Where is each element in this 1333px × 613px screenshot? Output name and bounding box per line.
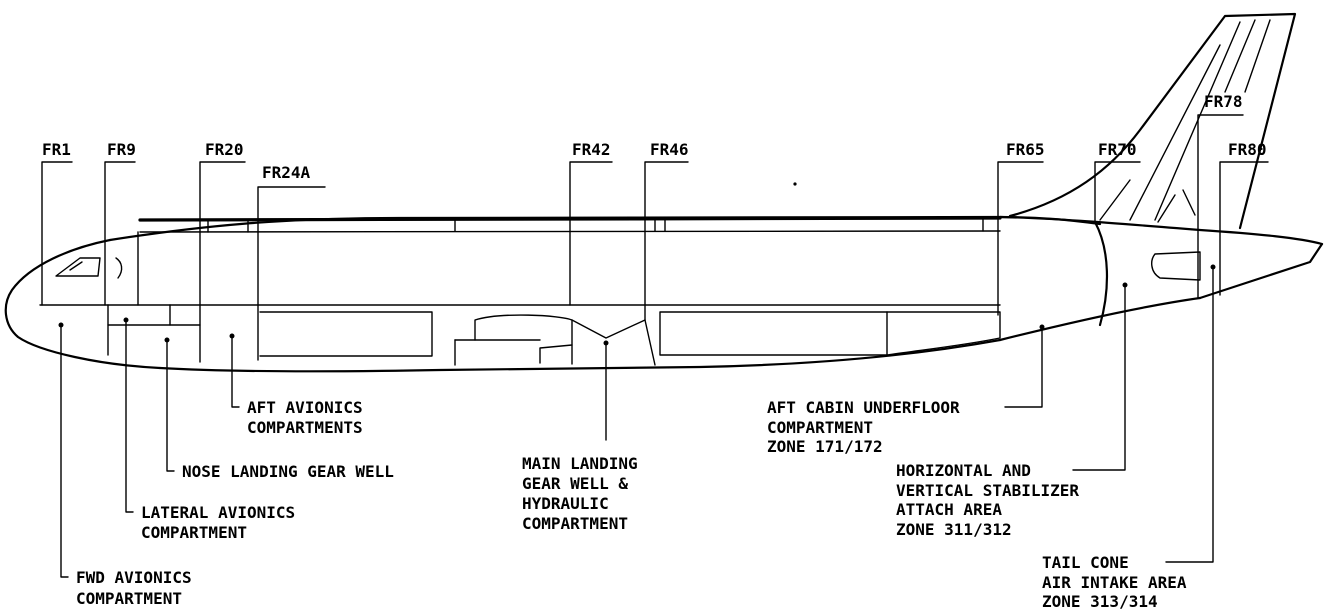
callout-stabilizer-line-1: HORIZONTAL AND xyxy=(896,461,1031,480)
callout-stabilizer-line-4: ZONE 311/312 xyxy=(896,520,1012,539)
lower-compartments xyxy=(107,304,1001,366)
callout-main-gear-line-2: GEAR WELL & xyxy=(522,474,628,493)
callout-lateral-avionics: LATERAL AVIONICS COMPARTMENT xyxy=(141,503,295,542)
leader-lines xyxy=(58,264,1216,578)
callout-stabilizer-line-2: VERTICAL STABILIZER xyxy=(896,481,1079,500)
frame-label-fr20: FR20 xyxy=(205,140,244,159)
callout-tail-cone: TAIL CONE AIR INTAKE AREA ZONE 313/314 xyxy=(1042,553,1187,611)
callout-fwd-avionics-line-1: FWD AVIONICS xyxy=(76,568,192,587)
frame-label-fr1: FR1 xyxy=(42,140,71,159)
stray-dot xyxy=(793,182,797,186)
callout-main-gear: MAIN LANDING GEAR WELL & HYDRAULIC COMPA… xyxy=(522,454,638,533)
callout-tail-cone-line-1: TAIL CONE xyxy=(1042,553,1129,572)
callout-nose-gear: NOSE LANDING GEAR WELL xyxy=(182,462,394,481)
upper-cabin-bands xyxy=(55,216,1002,306)
callout-nose-gear-line-1: NOSE LANDING GEAR WELL xyxy=(182,462,394,481)
callout-main-gear-line-1: MAIN LANDING xyxy=(522,454,638,473)
frame-label-fr80: FR80 xyxy=(1228,140,1267,159)
frame-labels: FR1 FR9 FR20 FR24A FR42 FR46 FR65 FR70 F… xyxy=(42,92,1267,182)
frame-label-fr42: FR42 xyxy=(572,140,611,159)
frame-label-fr65: FR65 xyxy=(1006,140,1045,159)
frame-label-fr9: FR9 xyxy=(107,140,136,159)
frame-label-fr78: FR78 xyxy=(1204,92,1243,111)
callout-stabilizer-line-3: ATTACH AREA xyxy=(896,500,1002,519)
callout-aft-avionics: AFT AVIONICS COMPARTMENTS xyxy=(247,398,363,437)
callout-fwd-avionics-line-2: COMPARTMENT xyxy=(76,589,182,608)
callout-tail-cone-line-2: AIR INTAKE AREA xyxy=(1042,573,1187,592)
frame-lines xyxy=(41,114,1269,361)
callout-fwd-avionics: FWD AVIONICS COMPARTMENT xyxy=(76,568,192,608)
callout-aft-avionics-line-1: AFT AVIONICS xyxy=(247,398,363,417)
frame-label-fr24a: FR24A xyxy=(262,163,311,182)
callout-tail-cone-line-3: ZONE 313/314 xyxy=(1042,592,1158,611)
callout-aft-cabin: AFT CABIN UNDERFLOOR COMPARTMENT ZONE 17… xyxy=(767,398,960,456)
callout-lateral-avionics-line-1: LATERAL AVIONICS xyxy=(141,503,295,522)
callout-aft-cabin-line-1: AFT CABIN UNDERFLOOR xyxy=(767,398,960,417)
callout-aft-cabin-line-2: COMPARTMENT xyxy=(767,418,873,437)
frame-label-fr70: FR70 xyxy=(1098,140,1137,159)
vertical-stabilizer xyxy=(1008,12,1297,327)
callout-main-gear-line-3: HYDRAULIC xyxy=(522,494,609,513)
callout-main-gear-line-4: COMPARTMENT xyxy=(522,514,628,533)
callout-aft-avionics-line-2: COMPARTMENTS xyxy=(247,418,363,437)
frame-label-fr46: FR46 xyxy=(650,140,689,159)
callout-stabilizer: HORIZONTAL AND VERTICAL STABILIZER ATTAC… xyxy=(896,461,1079,539)
callout-aft-cabin-line-3: ZONE 171/172 xyxy=(767,437,883,456)
callout-lateral-avionics-line-2: COMPARTMENT xyxy=(141,523,247,542)
